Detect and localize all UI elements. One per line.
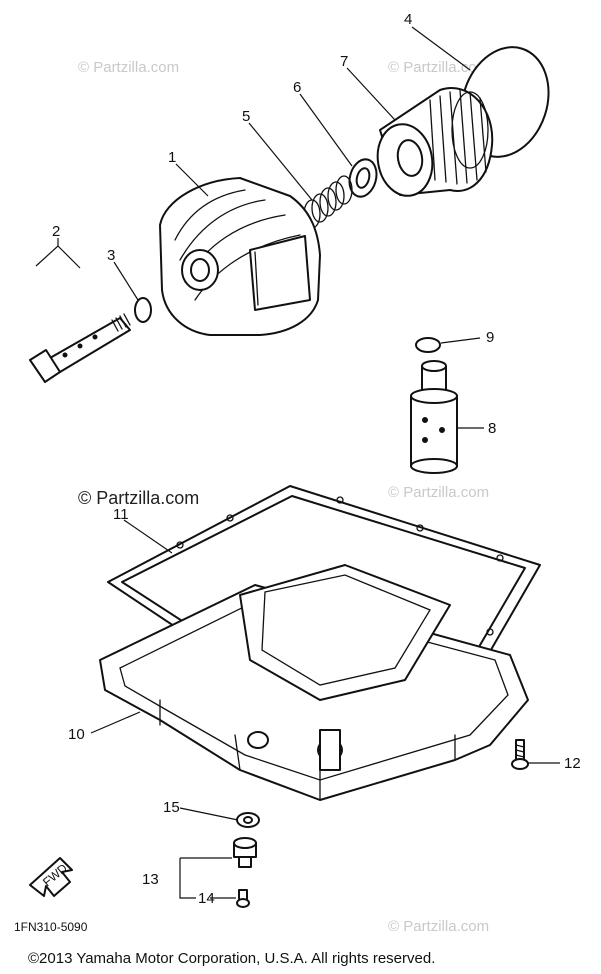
diagram-code: 1FN310-5090 [14, 920, 88, 934]
callout-7: 7 [340, 53, 348, 70]
callout-2: 2 [52, 223, 60, 240]
o-ring-small [134, 297, 152, 323]
drain-bolt [233, 837, 257, 868]
watermark: © Partzilla.com [388, 918, 489, 935]
forward-arrow-icon: FWD [29, 857, 73, 897]
oil-filter-cover [159, 177, 321, 336]
washer [348, 158, 378, 198]
bolt-pan [511, 739, 529, 770]
watermark-center: © Partzilla.com [78, 488, 199, 508]
union-bolt [29, 313, 131, 383]
callout-5: 5 [242, 108, 250, 125]
callout-1: 1 [168, 149, 176, 166]
callout-10: 10 [68, 726, 85, 743]
small-bolt [236, 889, 250, 908]
drain-gasket [236, 812, 260, 828]
copyright-notice: ©2013 Yamaha Motor Corporation, U.S.A. A… [28, 950, 435, 967]
oil-pan [99, 564, 529, 801]
oil-pipe [410, 360, 458, 474]
watermark: © Partzilla.com [78, 59, 179, 76]
callout-13: 13 [142, 871, 159, 888]
callout-12: 12 [564, 755, 581, 772]
callout-8: 8 [488, 420, 496, 437]
callout-14: 14 [198, 890, 215, 907]
callout-9: 9 [486, 329, 494, 346]
callout-6: 6 [293, 79, 301, 96]
oil-filter-element [376, 87, 494, 197]
o-ring-pipe [415, 337, 441, 353]
callout-15: 15 [163, 799, 180, 816]
leader-lines [35, 26, 560, 899]
callout-11: 11 [113, 506, 129, 523]
callout-4: 4 [404, 11, 412, 28]
watermark: © Partzilla.com [388, 484, 489, 501]
callout-3: 3 [107, 247, 115, 264]
watermark: © Partzilla.com [388, 59, 489, 76]
